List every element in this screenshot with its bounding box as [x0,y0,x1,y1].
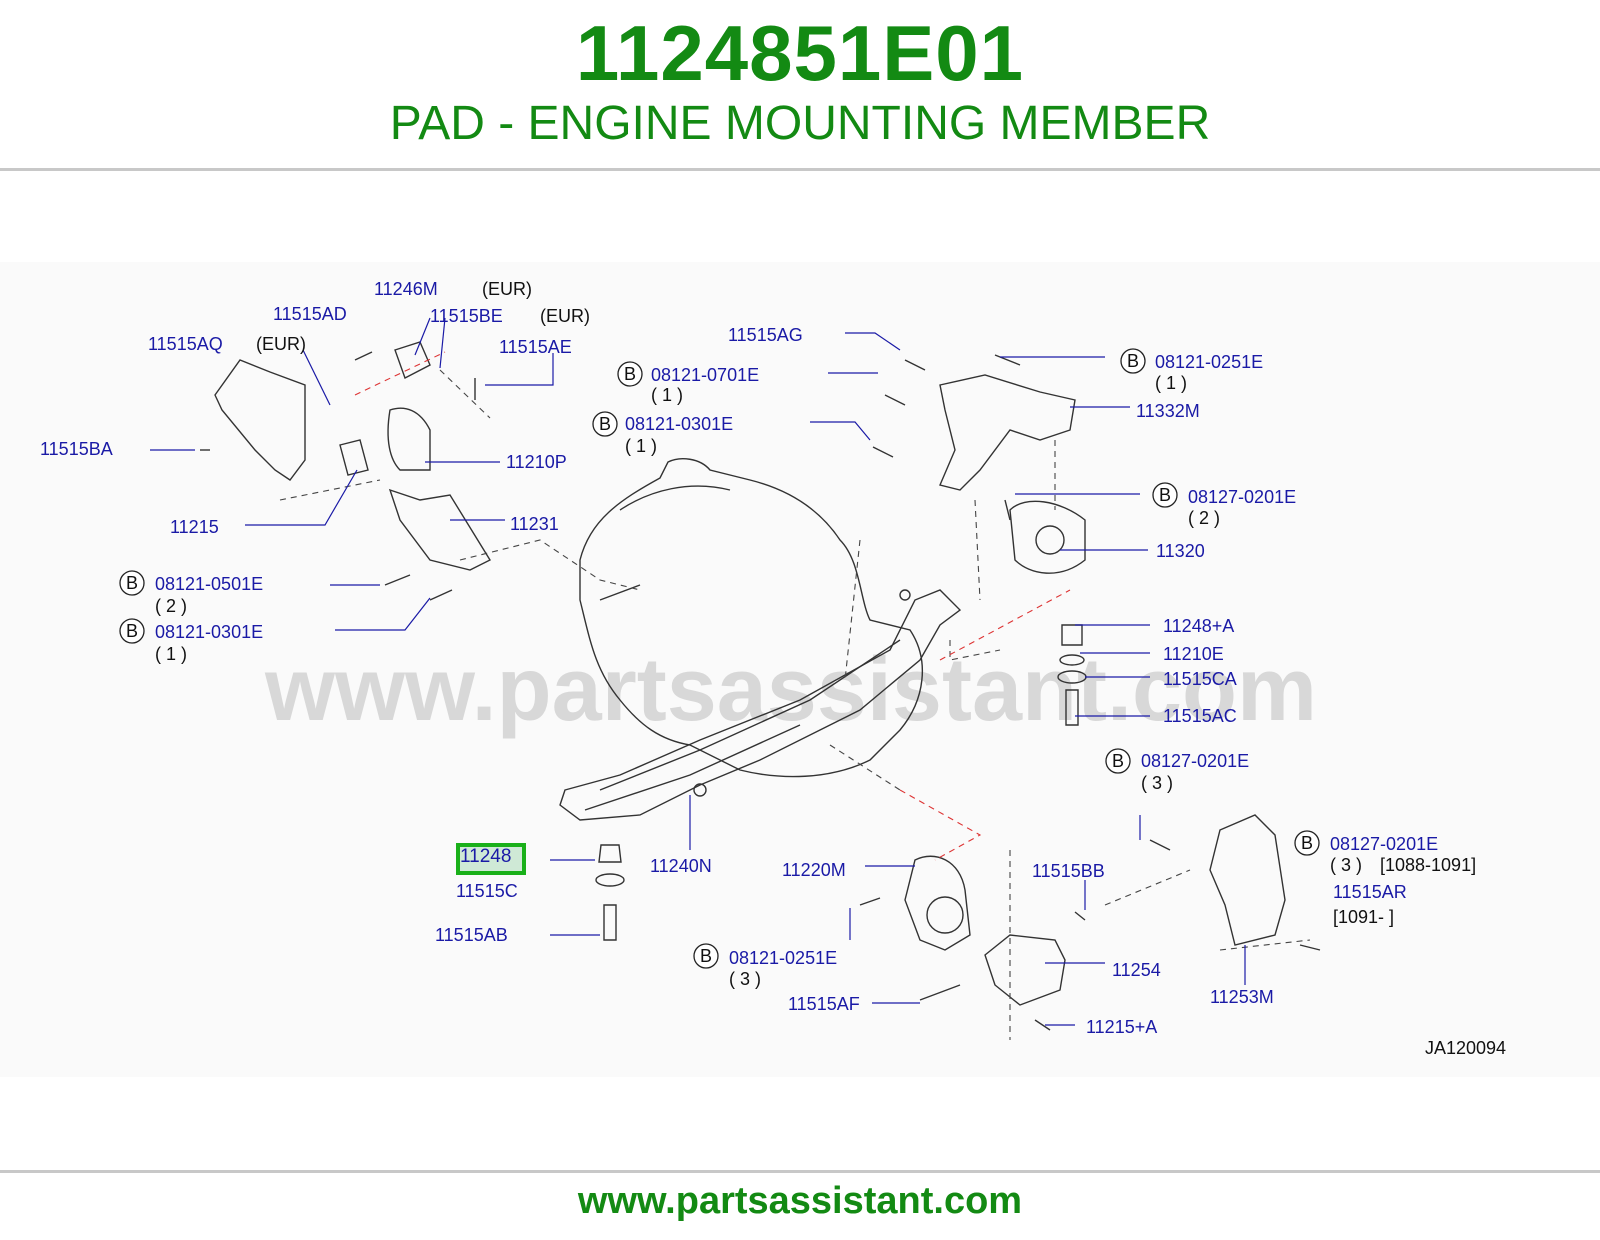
part-labels: 11246M (EUR) 11515AD 11515BE (EUR) 11515… [40,279,1506,1058]
b-marker-letter: B [1159,485,1171,505]
range-label: [1088-1091] [1380,855,1476,875]
watermark: www.partsassistant.com [264,640,1317,740]
quantity-label: ( 1 ) [155,644,187,664]
b-markers [119,348,1320,969]
quantity-label: ( 3 ) [1141,773,1173,793]
part-label[interactable]: 11515BE [430,306,503,326]
part-label[interactable]: 11515AG [728,325,803,345]
part-label[interactable]: 11515AE [499,337,572,357]
part-label[interactable]: 08121-0251E [729,948,837,968]
diagram-code: JA120094 [1425,1038,1506,1058]
part-label[interactable]: 11253M [1210,987,1274,1007]
part-label[interactable]: 11515AD [273,304,347,324]
part-label[interactable]: 08121-0251E [1155,352,1263,372]
part-name-subtitle: PAD - ENGINE MOUNTING MEMBER [389,97,1211,150]
note-label: (EUR) [540,306,590,326]
b-marker-letter: B [126,621,138,641]
quantity-label: ( 3 ) [729,969,761,989]
part-label[interactable]: 11231 [510,514,559,534]
quantity-label: ( 1 ) [1155,373,1187,393]
part-label[interactable]: 11332M [1136,401,1200,421]
guide-lines [279,369,1311,1040]
b-marker-letter: B [126,573,138,593]
b-marker-letter: B [1301,833,1313,853]
part-label[interactable]: 08121-0301E [155,622,263,642]
part-label[interactable]: 08121-0501E [155,574,263,594]
highlighted-part-label[interactable]: 11248 [460,846,512,867]
header: 1124851E01 PAD - ENGINE MOUNTING MEMBER [0,0,1600,168]
part-label[interactable]: 08127-0201E [1330,834,1438,854]
part-label[interactable]: 11515CA [1163,669,1237,689]
part-label[interactable]: 08127-0201E [1141,751,1249,771]
diagram-area [0,262,1600,1077]
part-label[interactable]: 11215+A [1086,1017,1157,1037]
quantity-label: ( 3 ) [1330,855,1362,875]
engine-drawing [200,341,1321,1031]
red-guide-lines [354,351,1071,861]
b-marker-letter: B [700,946,712,966]
b-marker-letter: B [599,414,611,434]
highlighted-part-box[interactable] [456,843,526,875]
part-label[interactable]: 11515BB [1032,861,1105,881]
part-label[interactable]: 11254 [1112,960,1161,980]
footer-divider [0,1170,1600,1173]
footer-website[interactable]: www.partsassistant.com [577,1180,1023,1222]
quantity-label: ( 1 ) [651,385,683,405]
quantity-label: ( 2 ) [155,596,187,616]
part-number-title: 1124851E01 [575,9,1025,97]
b-marker-letter: B [624,364,636,384]
part-label[interactable]: 11515BA [40,439,113,459]
header-divider [0,168,1600,171]
part-label[interactable]: 11220M [782,860,846,880]
note-label: (EUR) [256,334,306,354]
quantity-label: ( 2 ) [1188,508,1220,528]
part-label[interactable]: 08121-0701E [651,365,759,385]
part-label[interactable]: 11515AB [435,925,508,945]
part-label[interactable]: 11240N [650,856,712,876]
part-label[interactable]: 11210E [1163,644,1224,664]
part-label[interactable]: 11515C [456,881,518,901]
part-label[interactable]: 11320 [1156,541,1205,561]
part-label[interactable]: 11210P [506,452,567,472]
part-label[interactable]: 11248+A [1163,616,1234,636]
b-marker-letter: B [1127,351,1139,371]
part-label[interactable]: 11515AQ [148,334,223,354]
part-label[interactable]: 11515AR [1333,882,1407,902]
part-label[interactable]: 11246M [374,279,438,299]
note-label: (EUR) [482,279,532,299]
leader-lines [150,317,1246,1026]
b-marker-letters: B B B B B B B B B [126,351,1313,966]
part-label[interactable]: 11515AF [788,994,860,1014]
part-label[interactable]: 08121-0301E [625,414,733,434]
b-marker-letter: B [1112,751,1124,771]
quantity-label: ( 1 ) [625,436,657,456]
part-label[interactable]: 11515AC [1163,706,1237,726]
part-label[interactable]: 08127-0201E [1188,487,1296,507]
range-label: [1091- ] [1333,907,1394,927]
part-label[interactable]: 11215 [170,517,219,537]
